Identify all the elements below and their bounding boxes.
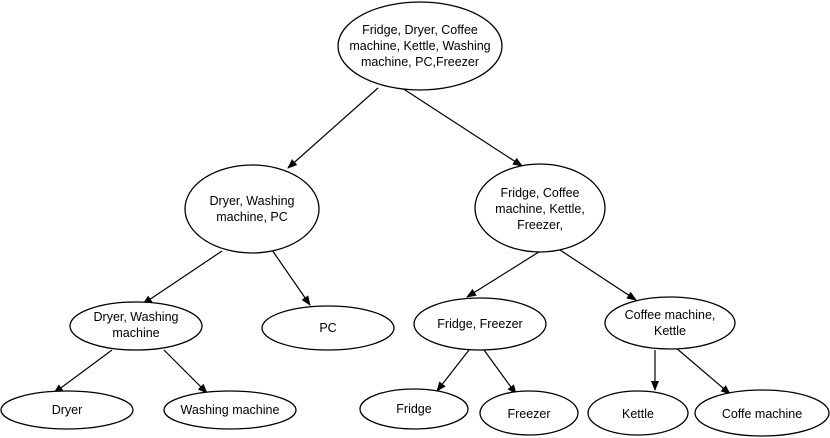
node-left-group: Dryer, Washing machine, PC — [184, 164, 320, 254]
node-right-group-line-2: machine, Kettle, — [495, 202, 585, 216]
node-fridge-freezer: Fridge, Freezer — [413, 297, 547, 351]
edge-coffee-kettle-to-coffe-machine — [674, 346, 731, 395]
node-left-group-line-1: Dryer, Washing — [210, 194, 295, 208]
node-coffe-machine: Coffe machine — [694, 389, 830, 437]
node-coffe-machine-line-1: Coffe machine — [722, 407, 802, 421]
node-right-group: Fridge, Coffee machine, Kettle, Freezer, — [474, 163, 606, 253]
node-kettle: Kettle — [587, 390, 689, 436]
node-fridge-freezer-line-1: Fridge, Freezer — [437, 317, 522, 331]
edge-dryer-washing-to-dryer — [53, 349, 113, 394]
edge-dryer-washing-to-washing-machine — [163, 349, 208, 394]
node-root-line-2: machine, Kettle, Washing — [349, 39, 490, 53]
node-dryer-line-1: Dryer — [52, 403, 83, 417]
node-fridge-line-1: Fridge — [396, 402, 431, 416]
node-freezer-line-1: Freezer — [507, 407, 550, 421]
edge-root-to-left-group — [287, 87, 379, 169]
node-left-group-line-2: machine, PC — [216, 210, 288, 224]
node-right-group-line-3: Freezer, — [517, 218, 563, 232]
edge-left-group-to-dryer-washing — [142, 250, 223, 305]
node-coffee-kettle: Coffee machine, Kettle — [604, 296, 736, 350]
edge-left-group-to-pc — [271, 249, 311, 306]
node-coffee-kettle-line-1: Coffee machine, — [625, 308, 716, 322]
edge-right-group-to-coffee-kettle — [559, 249, 637, 301]
node-kettle-line-1: Kettle — [622, 407, 654, 421]
node-root-line-1: Fridge, Dryer, Coffee — [362, 23, 478, 37]
node-washing-machine-line-1: Washing machine — [181, 403, 280, 417]
node-fridge: Fridge — [359, 388, 469, 430]
edge-fridge-freezer-to-freezer — [483, 349, 517, 395]
edge-fridge-freezer-to-fridge — [436, 349, 470, 392]
edge-root-to-right-group — [401, 87, 523, 167]
node-dryer-washing-line-1: Dryer, Washing — [94, 310, 179, 324]
node-dryer-washing: Dryer, Washing machine — [69, 301, 203, 351]
node-washing-machine: Washing machine — [163, 390, 297, 430]
node-freezer: Freezer — [479, 390, 579, 436]
node-dryer-washing-line-2: machine — [112, 326, 159, 340]
node-root: Fridge, Dryer, Coffee machine, Kettle, W… — [337, 1, 503, 91]
node-pc: PC — [261, 305, 395, 351]
node-right-group-line-1: Fridge, Coffee — [501, 186, 580, 200]
edge-right-group-to-fridge-freezer — [466, 249, 543, 298]
node-dryer: Dryer — [0, 390, 134, 430]
node-pc-line-1: PC — [319, 321, 336, 335]
node-root-line-3: machine, PC,Freezer — [361, 55, 479, 69]
node-coffee-kettle-line-2: Kettle — [654, 324, 686, 338]
